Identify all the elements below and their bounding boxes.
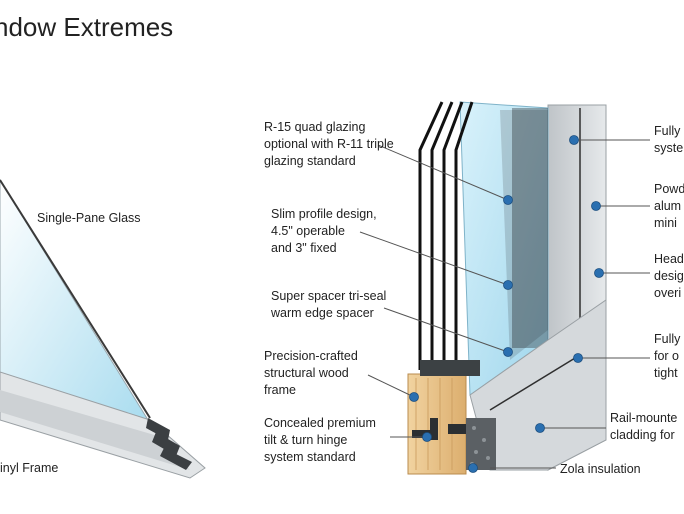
label-single-pane-glass: Single-Pane Glass [37, 211, 141, 225]
callout-wood-frame: Precision-crafted structural wood frame [264, 349, 358, 397]
dot-head-design [594, 268, 604, 278]
dot-super-spacer [503, 347, 513, 357]
callout-slim-profile: Slim profile design, 4.5" operable and 3… [271, 207, 377, 255]
callout-powder-aluminum: Powd alum mini [654, 182, 684, 230]
page-title: ndow Extremes [0, 12, 174, 42]
callout-hinge-system: Concealed premium tilt & turn hinge syst… [264, 416, 376, 464]
dot-wood-frame [409, 392, 419, 402]
vinyl-frame-chambers [146, 418, 192, 470]
zola-insulation-pocket [466, 418, 496, 470]
dot-powder-aluminum [591, 201, 601, 211]
callout-dots [409, 135, 604, 473]
single-pane-window-illustration [0, 179, 206, 479]
callout-head-design: Head desig overi [654, 252, 684, 300]
quad-glazing-section [407, 101, 607, 475]
callout-rail-cladding: Rail-mounte cladding for [610, 411, 678, 442]
callout-quad-glazing: R-15 quad glazing optional with R-11 tri… [264, 120, 394, 168]
dot-zola [468, 463, 478, 473]
hinge-hardware [412, 418, 466, 440]
dot-fully-system [569, 135, 579, 145]
callout-zola-insulation: Zola insulation [560, 462, 641, 476]
pane-edges [418, 101, 474, 394]
leader-lines [359, 139, 650, 469]
callout-fully-tight: Fully for o tight [654, 332, 681, 380]
dot-rail-cladding [535, 423, 545, 433]
dot-quad-glazing [503, 195, 513, 205]
dot-fully-tight [573, 353, 583, 363]
glass-edge [0, 179, 151, 419]
dot-slim-profile [503, 280, 513, 290]
dot-hinge [422, 432, 432, 442]
callout-fully-system: Fully syste [654, 124, 684, 155]
label-vinyl-frame: inyl Frame [0, 461, 59, 475]
callout-super-spacer: Super spacer tri-seal warm edge spacer [271, 289, 387, 320]
